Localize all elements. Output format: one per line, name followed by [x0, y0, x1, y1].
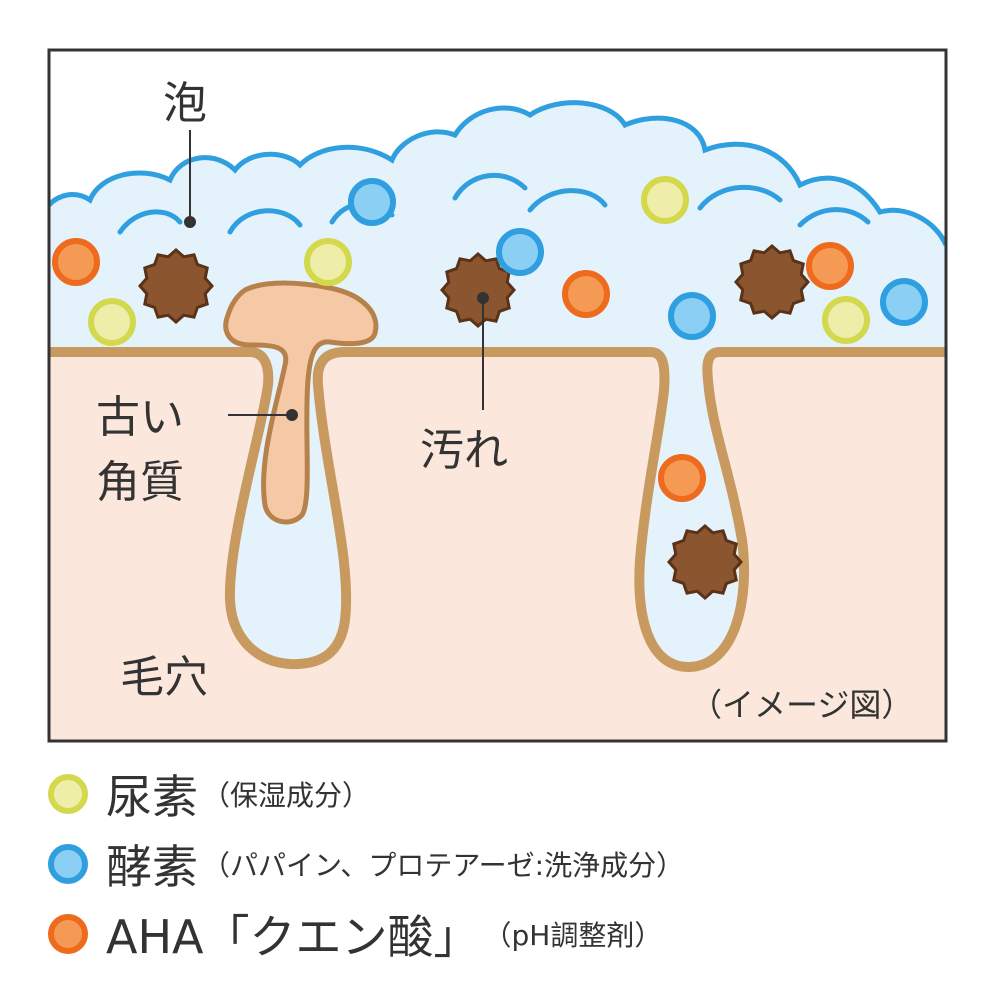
label-pore: 毛穴: [120, 652, 208, 703]
dirt-particle: [667, 524, 743, 600]
skin-surface-line: [49, 347, 946, 673]
blue-dot-icon: [48, 844, 88, 884]
label-old-keratin-line1: 古い: [96, 392, 184, 443]
dirt-particles: [138, 244, 810, 600]
blue-dot-icon: [348, 178, 396, 226]
dirt-particle: [440, 252, 516, 328]
legend-item-aha: AHA「クエン酸」 （pH調整剤）: [48, 906, 988, 964]
legend-sub-label: （パパイン、プロテアーゼ:洗浄成分）: [202, 849, 685, 882]
legend-main-label: 尿素: [106, 770, 198, 824]
label-dirt: 汚れ: [420, 425, 508, 476]
label-image-note: （イメージ図）: [690, 686, 913, 724]
foam-top-edge-background: [49, 50, 946, 245]
orange-dot-icon: [806, 242, 854, 290]
foam-outline: [49, 100, 946, 247]
orange-dot-icon: [52, 238, 100, 286]
yellow-dot-icon: [88, 298, 136, 346]
orange-dot-icon: [562, 270, 610, 318]
yellow-dot-icon: [641, 176, 689, 224]
legend-sub-label: （pH調整剤）: [483, 919, 663, 952]
label-foam: 泡: [163, 78, 207, 129]
leader-lines: [184, 130, 489, 421]
blue-dot-icon: [880, 278, 928, 326]
dirt-particle: [138, 248, 214, 324]
yellow-dot-icon: [304, 238, 352, 286]
orange-dot-icon: [658, 454, 706, 502]
ingredient-dots: [52, 176, 928, 502]
orange-dot-icon: [48, 914, 88, 954]
label-old-keratin-line2: 角質: [96, 457, 184, 508]
diagram-frame: [47, 48, 948, 743]
legend-main-label: AHA「クエン酸」: [106, 910, 480, 964]
legend-item-enzyme: 酵素 （パパイン、プロテアーゼ:洗浄成分）: [48, 836, 988, 894]
legend-item-urea: 尿素 （保湿成分）: [48, 766, 988, 824]
legend-sub-label: （保湿成分）: [202, 779, 371, 812]
blue-dot-icon: [496, 228, 544, 276]
blue-dot-icon: [668, 292, 716, 340]
yellow-dot-icon: [822, 296, 870, 344]
legend-main-label: 酵素: [106, 840, 198, 894]
dirt-particle: [734, 244, 810, 320]
old-keratin: [223, 280, 379, 525]
yellow-dot-icon: [48, 774, 88, 814]
